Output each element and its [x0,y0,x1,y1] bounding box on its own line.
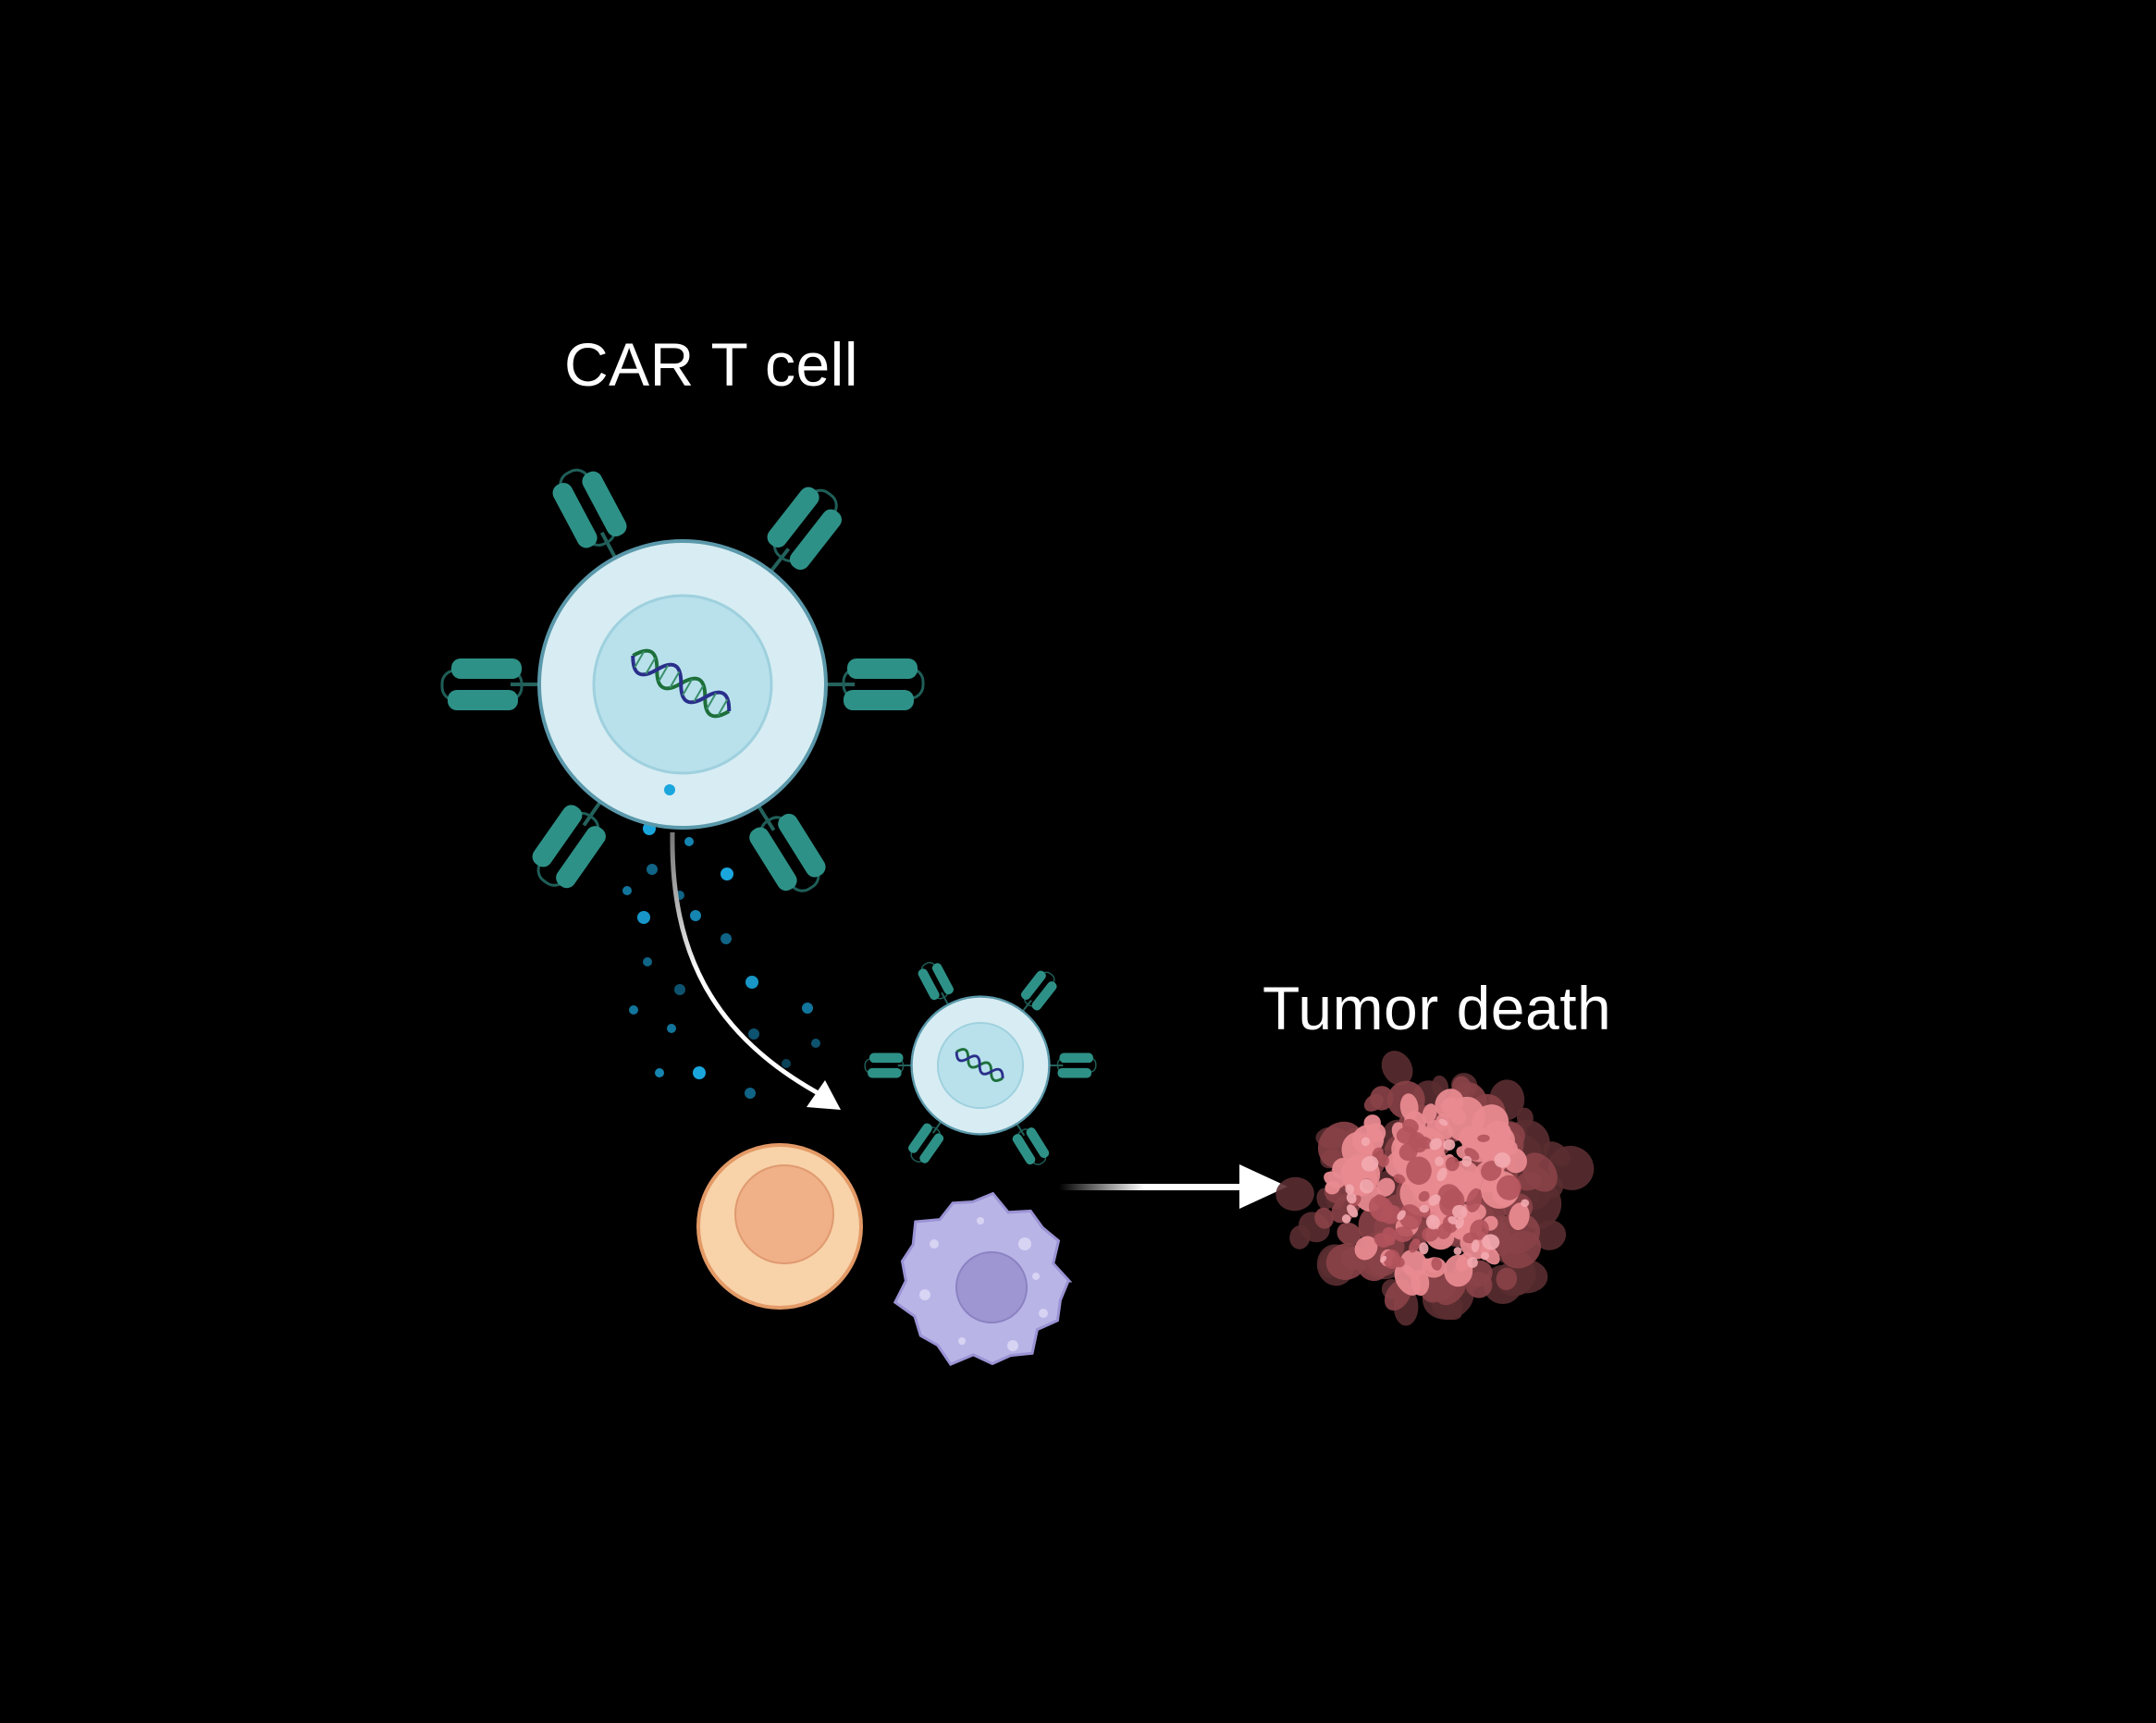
dna-icon [631,648,732,719]
cytokine-dots [622,822,820,1099]
curved-arrow-icon [670,831,841,1110]
tumor-death-icon [1275,1051,1595,1326]
tumor-death-label: Tumor death [1263,974,1612,1042]
car-t-cell-icon [440,460,925,905]
small-car-t-cell-icon [864,956,1097,1171]
orange-cell-icon [696,1143,863,1310]
car-t-cell-label: CAR T cell [564,330,858,399]
purple-cell-icon [893,1191,1073,1367]
straight-arrow-icon [1059,1164,1287,1209]
